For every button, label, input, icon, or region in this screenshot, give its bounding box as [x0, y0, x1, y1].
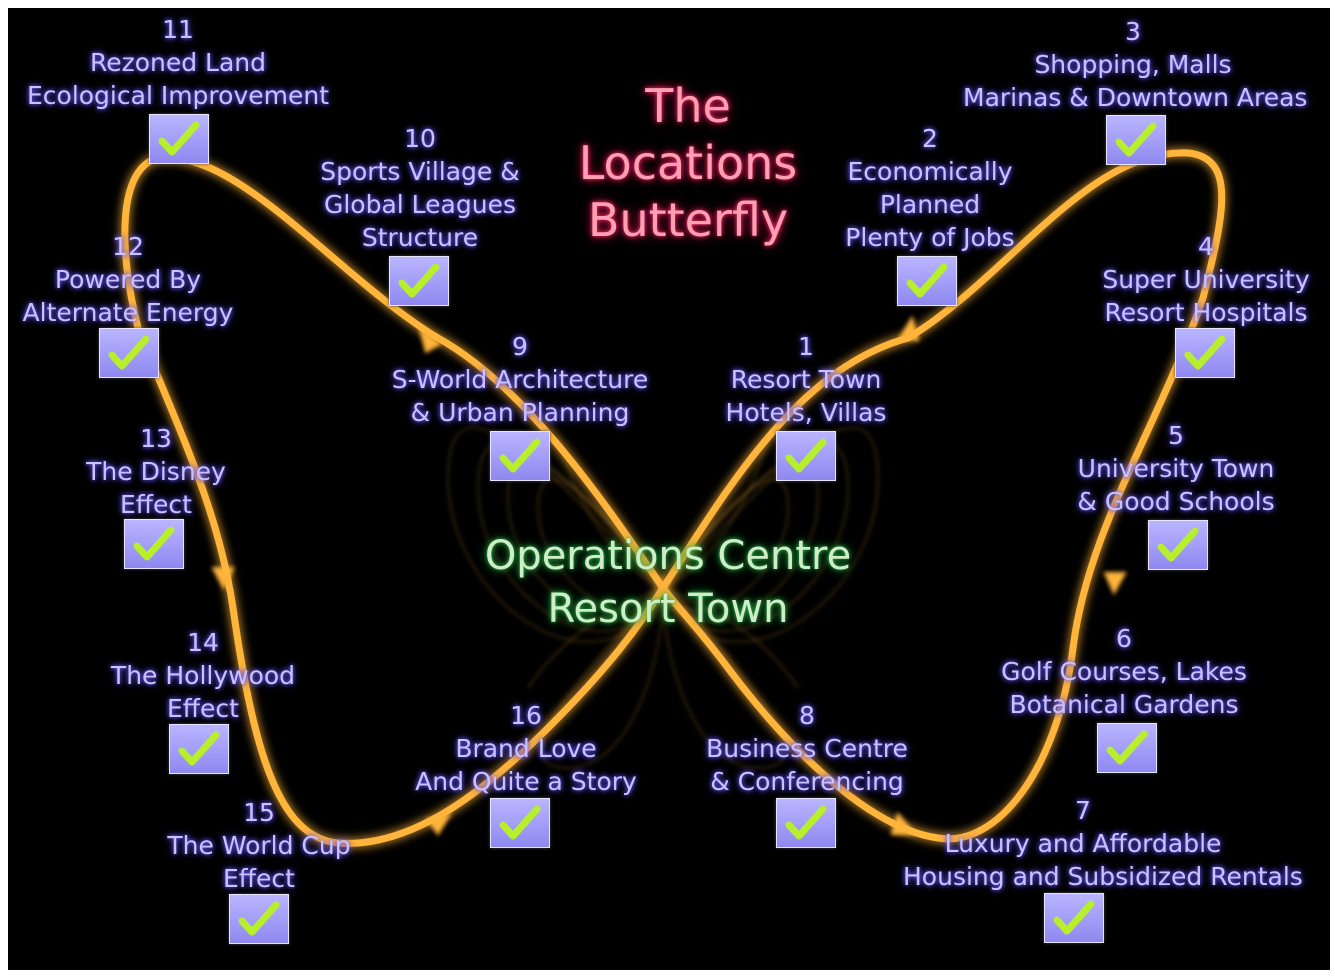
node-label: Marinas & Downtown Areas — [963, 81, 1303, 114]
node-label: Botanical Gardens — [954, 688, 1294, 721]
node-number: 6 — [954, 622, 1294, 655]
checkmark-icon — [1045, 894, 1103, 942]
node-5: 5 University Town & Good Schools — [1006, 419, 1330, 518]
node-12: 12 Powered By Alternate Energy — [8, 230, 298, 329]
arrowhead-icon — [1105, 573, 1125, 593]
node-16: 16 Brand Love And Quite a Story — [356, 699, 696, 798]
node-number: 3 — [963, 15, 1303, 48]
checkmark-icon — [491, 799, 549, 847]
node-label: Sports Village & — [250, 155, 590, 188]
checkmark-icon — [777, 799, 835, 847]
node-3: 3 Shopping, Malls Marinas & Downtown Are… — [963, 15, 1303, 114]
checkmark-icon — [170, 725, 228, 773]
node-13: 13 The Disney Effect — [8, 422, 326, 521]
checkmark-icon — [777, 432, 835, 480]
node-label: Housing and Subsidized Rentals — [903, 860, 1263, 893]
node-6-checkbox — [1097, 723, 1157, 773]
node-label: The World Cup — [89, 829, 429, 862]
node-15: 15 The World Cup Effect — [89, 796, 429, 895]
node-8-checkbox — [776, 798, 836, 848]
node-11: 11 Rezoned Land Ecological Improvement — [8, 13, 348, 112]
node-14: 14 The Hollywood Effect — [33, 626, 373, 725]
node-label: University Town — [1006, 452, 1330, 485]
node-label: Ecological Improvement — [8, 79, 348, 112]
node-13-checkbox — [124, 519, 184, 569]
node-9-checkbox — [490, 431, 550, 481]
node-label: Effect — [33, 692, 373, 725]
node-number: 13 — [8, 422, 326, 455]
node-number: 5 — [1006, 419, 1330, 452]
node-label: Rezoned Land — [8, 46, 348, 79]
node-1-checkbox — [776, 431, 836, 481]
checkmark-icon — [230, 895, 288, 943]
checkmark-icon — [100, 329, 158, 377]
node-number: 4 — [1036, 230, 1330, 263]
node-15-checkbox — [229, 894, 289, 944]
node-number: 9 — [350, 330, 690, 363]
node-label: Brand Love — [356, 732, 696, 765]
node-label: Effect — [8, 488, 326, 521]
node-12-checkbox — [99, 328, 159, 378]
checkmark-icon — [150, 115, 208, 163]
checkmark-icon — [125, 520, 183, 568]
node-7: 7 Luxury and Affordable Housing and Subs… — [903, 794, 1263, 893]
node-number: 16 — [356, 699, 696, 732]
node-4-checkbox — [1175, 328, 1235, 378]
node-label: Planned — [760, 188, 1100, 221]
node-label: Luxury and Affordable — [903, 827, 1263, 860]
checkmark-icon — [390, 257, 448, 305]
node-6: 6 Golf Courses, Lakes Botanical Gardens — [954, 622, 1294, 721]
node-label: Structure — [250, 221, 590, 254]
node-10-checkbox — [389, 256, 449, 306]
node-7-checkbox — [1044, 893, 1104, 943]
node-number: 12 — [8, 230, 298, 263]
checkmark-icon — [1098, 724, 1156, 772]
node-14-checkbox — [169, 724, 229, 774]
node-16-checkbox — [490, 798, 550, 848]
node-label: Super University — [1036, 263, 1330, 296]
checkmark-icon — [898, 257, 956, 305]
node-label: & Good Schools — [1006, 485, 1330, 518]
node-5-checkbox — [1148, 520, 1208, 570]
checkmark-icon — [1149, 521, 1207, 569]
center-line: Resort Town — [438, 583, 898, 636]
checkmark-icon — [1107, 116, 1165, 164]
node-number: 10 — [250, 122, 590, 155]
node-label: Powered By — [8, 263, 298, 296]
node-label: Alternate Energy — [8, 296, 298, 329]
node-number: 7 — [903, 794, 1263, 827]
node-label: Resort Hospitals — [1036, 296, 1330, 329]
node-number: 2 — [760, 122, 1100, 155]
node-label: Golf Courses, Lakes — [954, 655, 1294, 688]
node-label: The Hollywood — [33, 659, 373, 692]
node-number: 15 — [89, 796, 429, 829]
center-line: Operations Centre — [438, 530, 898, 583]
node-label: & Urban Planning — [350, 396, 690, 429]
center-label: Operations Centre Resort Town — [438, 530, 898, 636]
node-label: Shopping, Malls — [963, 48, 1303, 81]
node-10: 10 Sports Village & Global Leagues Struc… — [250, 122, 590, 254]
node-number: 14 — [33, 626, 373, 659]
checkmark-icon — [1176, 329, 1234, 377]
node-label: Global Leagues — [250, 188, 590, 221]
checkmark-icon — [491, 432, 549, 480]
node-label: And Quite a Story — [356, 765, 696, 798]
node-number: 11 — [8, 13, 348, 46]
node-9: 9 S-World Architecture & Urban Planning — [350, 330, 690, 429]
node-label: Economically — [760, 155, 1100, 188]
node-label: Effect — [89, 862, 429, 895]
node-4: 4 Super University Resort Hospitals — [1036, 230, 1330, 329]
node-3-checkbox — [1106, 115, 1166, 165]
butterfly-diagram: The Locations Butterfly Operations Centr… — [8, 8, 1330, 970]
node-label: The Disney — [8, 455, 326, 488]
node-2-checkbox — [897, 256, 957, 306]
node-11-checkbox — [149, 114, 209, 164]
node-label: S-World Architecture — [350, 363, 690, 396]
